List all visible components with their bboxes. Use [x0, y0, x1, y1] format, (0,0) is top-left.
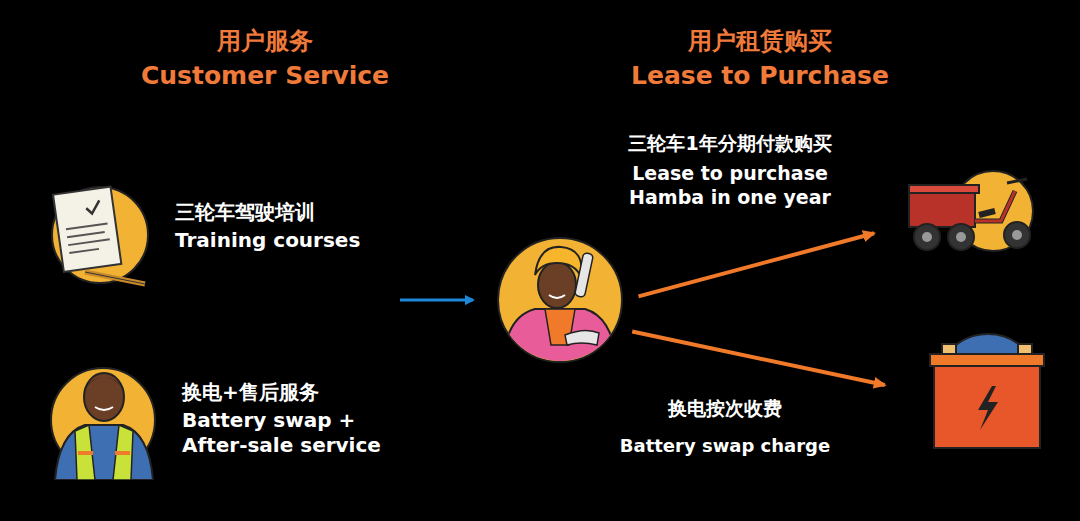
flow-arrow: [639, 233, 875, 296]
customer-figure: [495, 235, 625, 365]
body-text: Customer Service: [40, 60, 490, 91]
tricycle-icon: [905, 165, 1035, 265]
heading-text: 换电+售后服务: [182, 380, 397, 405]
heading-text: 用户服务: [40, 26, 490, 56]
body-text: Lease to Purchase: [610, 60, 910, 91]
heading-text: 用户租赁购买: [610, 26, 910, 56]
service-worker-icon: [45, 355, 165, 480]
text-block: 换电+售后服务 Battery swap + After-sale service: [182, 380, 397, 458]
body-text: Training courses: [175, 228, 395, 253]
body-text: Battery swap + After-sale service: [182, 408, 397, 458]
heading-text: 换电按次收费: [610, 397, 840, 421]
heading-text: 三轮车1年分期付款购买: [605, 132, 855, 156]
section-group: 用户租赁购买 Lease to Purchase 三轮车1年分期付款购买 Lease …: [470, 20, 1070, 500]
text-block: 三轮车驾驶培训 Training courses: [175, 200, 395, 253]
text-block: 用户服务 Customer Service: [40, 26, 490, 91]
section-group: 用户服务Customer Service三轮车驾驶培训Training cour…: [40, 20, 400, 490]
icon-node: [495, 235, 625, 365]
body-text: Battery swap charge: [610, 435, 840, 458]
text-block: 用户租赁购买 Lease to Purchase: [610, 26, 910, 91]
flow-arrow: [400, 299, 473, 302]
training-icon: [45, 180, 165, 290]
icon-node: 换电+售后服务Battery swap + After-sale service: [45, 355, 385, 480]
icon-node: 三轮车1年分期付款购买Lease to purchase Hamba in on…: [905, 165, 1035, 265]
text-block: 换电按次收费 Battery swap charge: [610, 397, 840, 457]
icon-node: 三轮车驾驶培训Training courses: [45, 180, 385, 290]
body-text: Lease to purchase Hamba in one year: [605, 162, 855, 210]
icon-node: 换电按次收费Battery swap charge: [920, 330, 1050, 455]
heading-text: 三轮车驾驶培训: [175, 200, 395, 225]
flow-arrow: [632, 332, 885, 386]
text-block: 三轮车1年分期付款购买 Lease to purchase Hamba in on…: [605, 132, 855, 209]
battery-icon: [920, 330, 1050, 455]
